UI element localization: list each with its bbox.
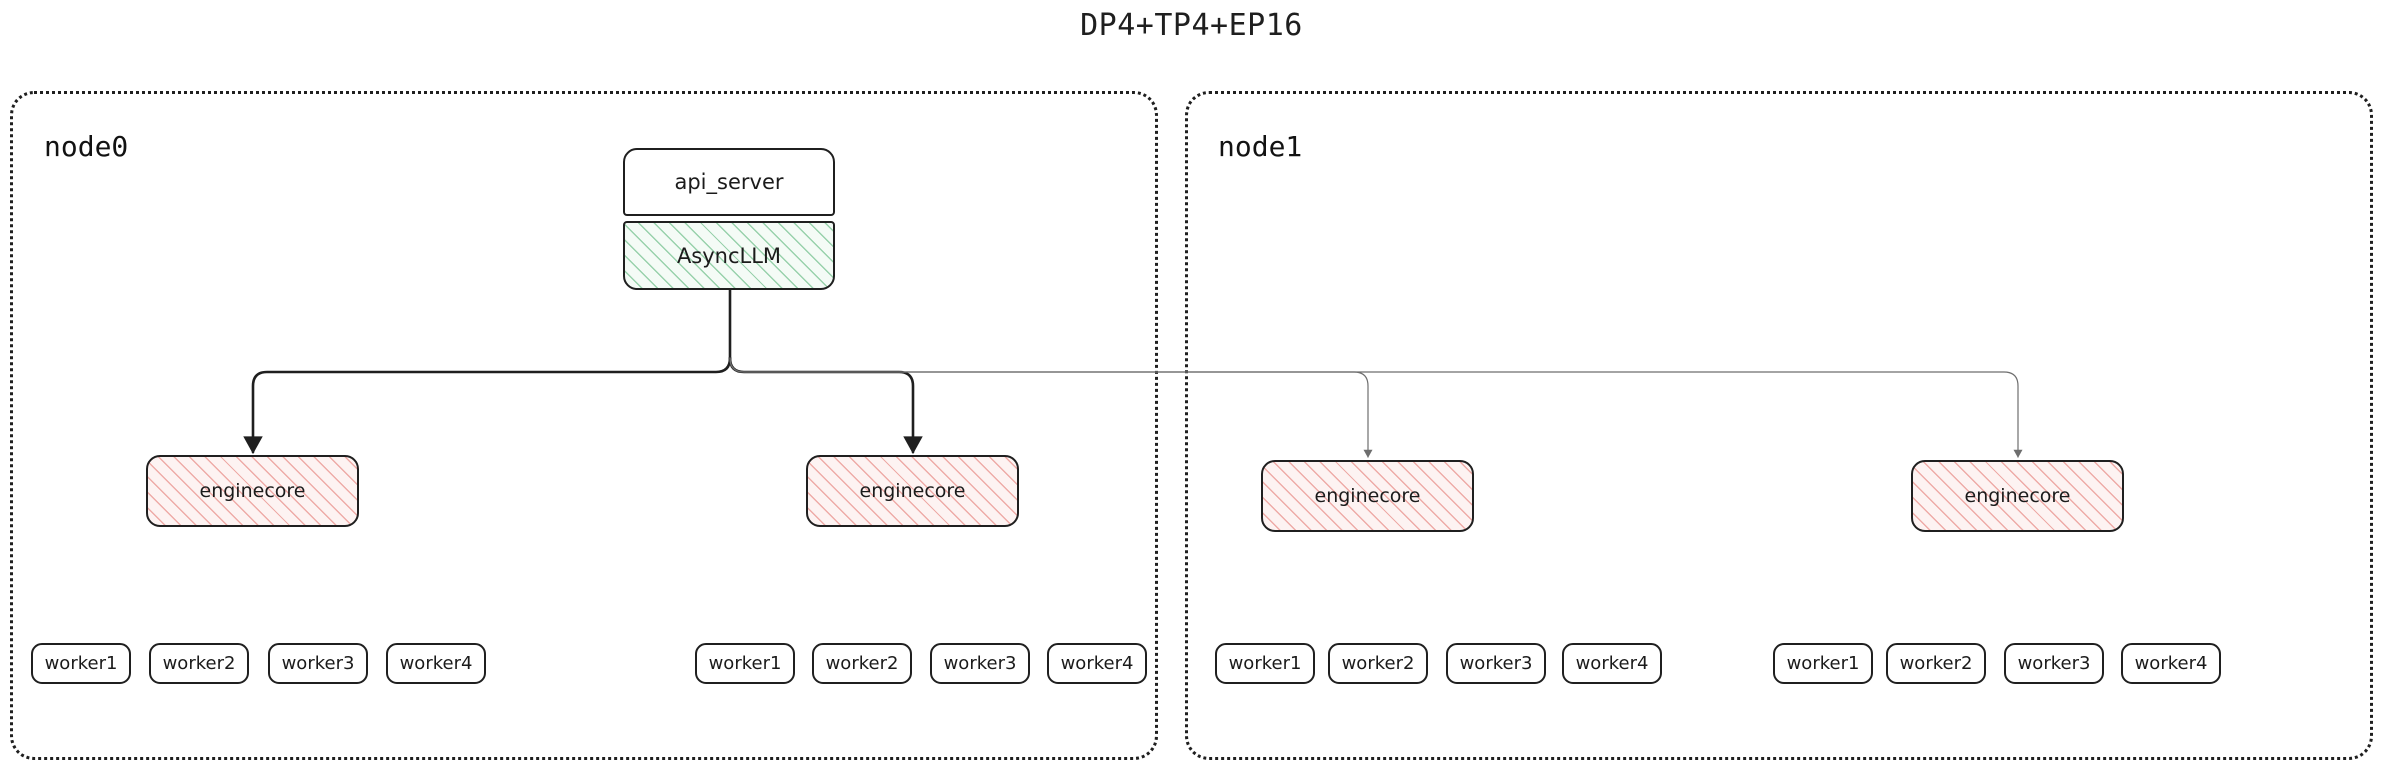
enginecore-box[interactable]: enginecore (1911, 460, 2124, 532)
node-label-node1: node1 (1218, 130, 1303, 163)
worker-label: worker1 (1786, 653, 1860, 674)
worker-label: worker1 (1228, 653, 1302, 674)
worker-label: worker2 (1341, 653, 1415, 674)
worker-box[interactable]: worker4 (1562, 643, 1662, 684)
worker-label: worker1 (708, 653, 782, 674)
enginecore-label: enginecore (1314, 485, 1421, 507)
worker-box[interactable]: worker1 (695, 643, 795, 684)
worker-label: worker2 (162, 653, 236, 674)
enginecore-box[interactable]: enginecore (146, 455, 359, 527)
worker-label: worker4 (399, 653, 473, 674)
worker-label: worker3 (1459, 653, 1533, 674)
worker-box[interactable]: worker3 (268, 643, 368, 684)
api-server-box[interactable]: api_server (623, 148, 835, 216)
worker-label: worker2 (1899, 653, 1973, 674)
worker-label: worker3 (943, 653, 1017, 674)
worker-box[interactable]: worker4 (386, 643, 486, 684)
worker-label: worker4 (1575, 653, 1649, 674)
worker-label: worker3 (281, 653, 355, 674)
worker-box[interactable]: worker4 (2121, 643, 2221, 684)
worker-box[interactable]: worker2 (1886, 643, 1986, 684)
node-label-node0: node0 (44, 130, 129, 163)
worker-box[interactable]: worker1 (1215, 643, 1315, 684)
worker-box[interactable]: worker2 (812, 643, 912, 684)
worker-label: worker4 (2134, 653, 2208, 674)
enginecore-label: enginecore (1964, 485, 2071, 507)
worker-label: worker1 (44, 653, 118, 674)
worker-label: worker2 (825, 653, 899, 674)
worker-box[interactable]: worker2 (1328, 643, 1428, 684)
worker-label: worker3 (2017, 653, 2091, 674)
async-llm-box[interactable]: AsyncLLM (623, 221, 835, 290)
enginecore-box[interactable]: enginecore (1261, 460, 1474, 532)
worker-box[interactable]: worker3 (1446, 643, 1546, 684)
api-server-label: api_server (674, 170, 784, 194)
worker-box[interactable]: worker3 (2004, 643, 2104, 684)
enginecore-box[interactable]: enginecore (806, 455, 1019, 527)
worker-box[interactable]: worker4 (1047, 643, 1147, 684)
enginecore-label: enginecore (859, 480, 966, 502)
worker-box[interactable]: worker3 (930, 643, 1030, 684)
worker-label: worker4 (1060, 653, 1134, 674)
worker-box[interactable]: worker1 (31, 643, 131, 684)
async-llm-label: AsyncLLM (676, 243, 782, 268)
worker-box[interactable]: worker1 (1773, 643, 1873, 684)
page-title: DP4+TP4+EP16 (1080, 8, 1303, 43)
enginecore-label: enginecore (199, 480, 306, 502)
worker-box[interactable]: worker2 (149, 643, 249, 684)
